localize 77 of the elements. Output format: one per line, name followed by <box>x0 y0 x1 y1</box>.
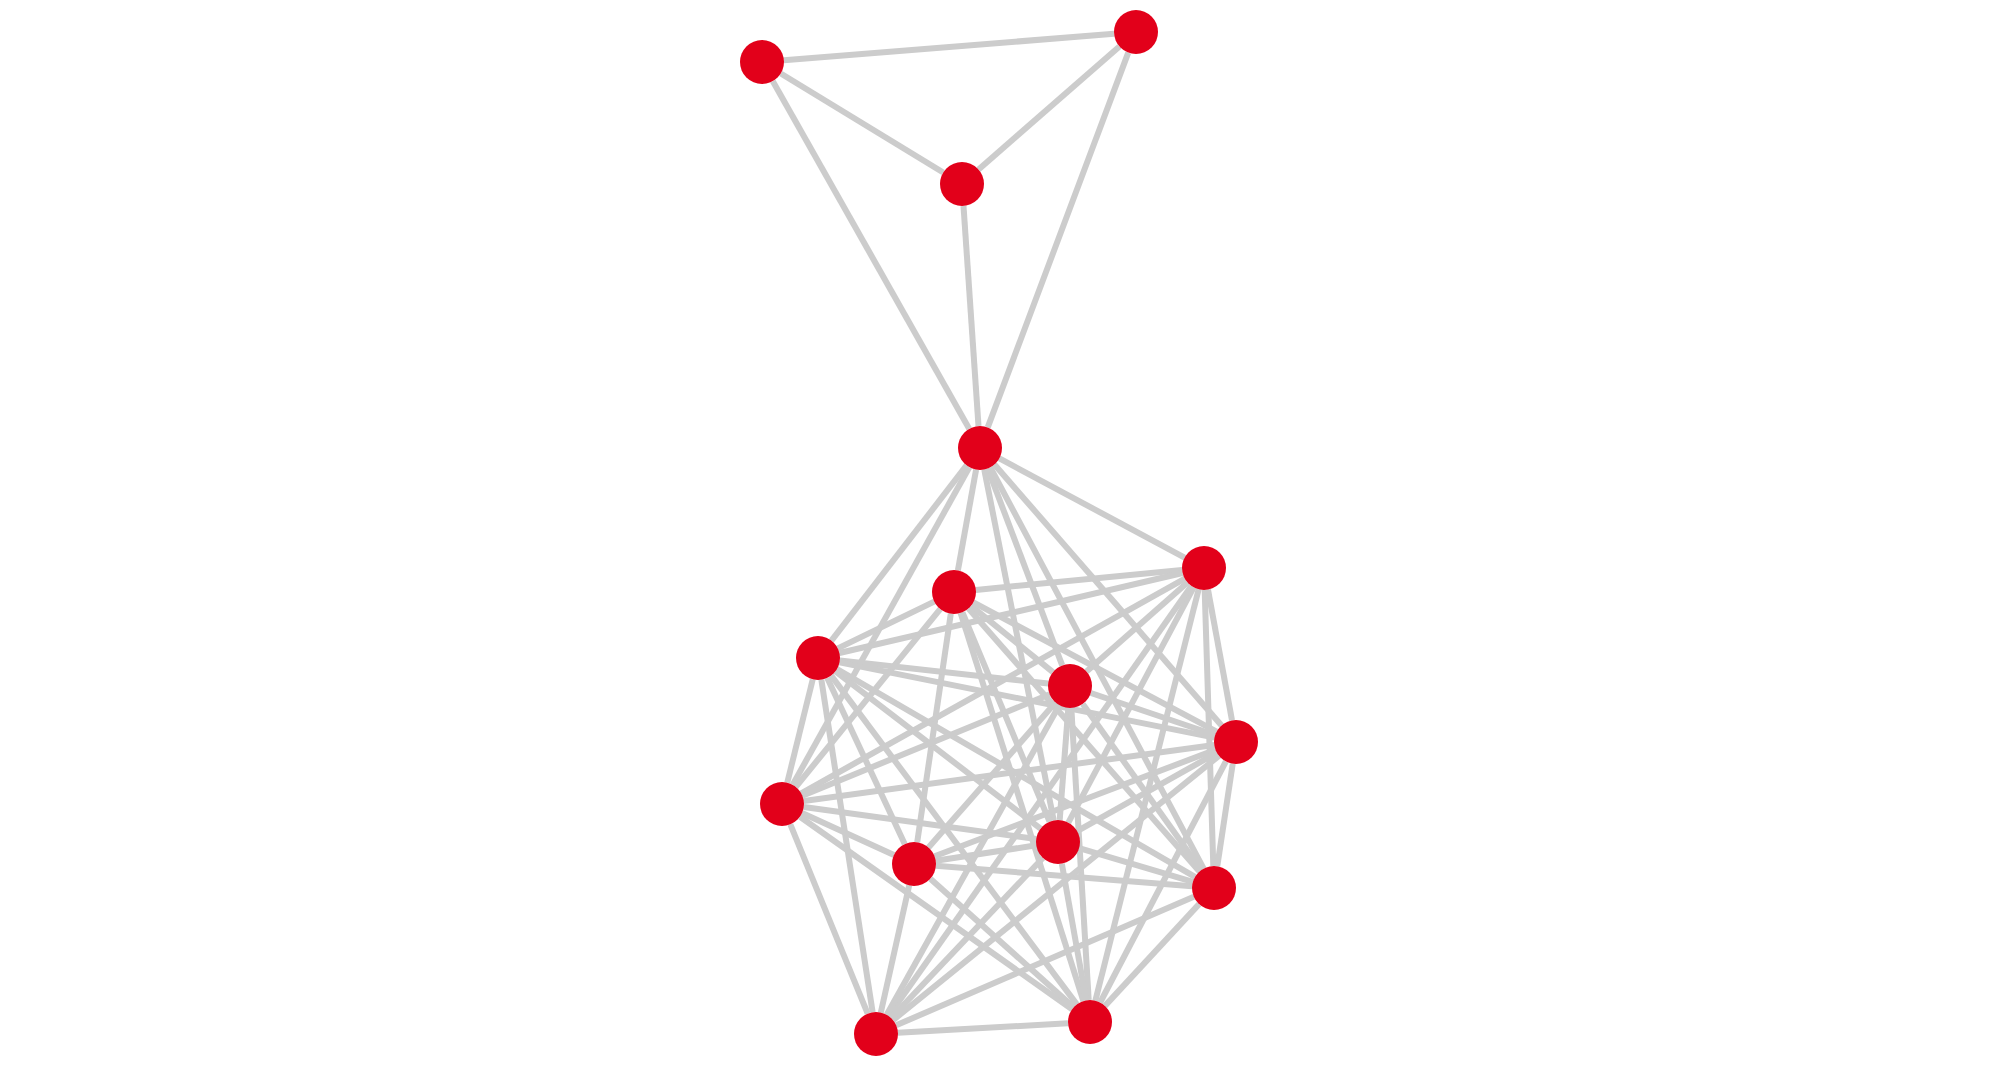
connector-line <box>877 884 913 1014</box>
connector-line <box>954 469 980 571</box>
connector-line <box>897 1020 1069 1036</box>
connector-line <box>787 823 871 1015</box>
connector-line <box>969 603 1055 675</box>
connector-line <box>818 679 876 1013</box>
network-node <box>1214 720 1258 764</box>
network-node <box>892 842 936 886</box>
network-node <box>1114 10 1158 54</box>
network-node <box>760 782 804 826</box>
connector-line <box>799 576 1187 796</box>
connector-line <box>779 70 945 176</box>
connector-line <box>975 567 1183 593</box>
network-node <box>940 162 984 206</box>
connector-line <box>1089 690 1217 738</box>
connector-line <box>992 462 1224 728</box>
network-node <box>1182 546 1226 590</box>
connector-line <box>1097 760 1229 1004</box>
connector-line <box>926 700 1058 850</box>
network-node <box>1192 866 1236 910</box>
connector-line <box>1205 589 1235 721</box>
connector-line <box>803 742 1215 804</box>
connector-line <box>828 673 1080 1007</box>
connector-line <box>803 804 1037 842</box>
connector-line <box>957 612 1087 1002</box>
connector-line <box>838 570 1184 656</box>
network-node <box>1068 1000 1112 1044</box>
connector-line <box>1058 863 1090 1001</box>
connector-line <box>838 659 1216 741</box>
connector-line <box>790 465 972 787</box>
connector-line <box>997 455 1187 561</box>
connector-line <box>960 205 982 427</box>
connector-line <box>1065 586 1197 824</box>
network-node <box>740 40 784 84</box>
connector-line <box>1201 589 1217 867</box>
connector-line <box>836 598 936 652</box>
connector-line <box>1092 588 1202 1002</box>
connector-line <box>801 691 1051 799</box>
connector-line <box>839 657 1049 687</box>
connector-line <box>1080 702 1204 872</box>
connector-line <box>959 611 1053 823</box>
connector-line <box>933 747 1217 859</box>
connector-line <box>770 79 972 431</box>
connector-line <box>1068 707 1092 1001</box>
connector-line <box>888 855 1046 1021</box>
connector-line <box>984 51 1132 429</box>
connector-line <box>928 876 1076 1010</box>
connector-line <box>1102 902 1202 1008</box>
connector-line <box>935 842 1037 864</box>
connector-line <box>972 599 1218 735</box>
connector-line <box>1056 707 1072 821</box>
connector-line <box>966 606 1202 874</box>
connector-line <box>984 467 1066 667</box>
connector-line <box>935 862 1193 890</box>
connector-line <box>829 463 969 643</box>
connector-line <box>914 613 954 843</box>
connector-line <box>976 44 1122 172</box>
connector-line <box>886 584 1194 1018</box>
connector-line <box>800 810 896 858</box>
connector-line <box>895 893 1195 1029</box>
network-node <box>932 570 976 614</box>
connector-line <box>824 676 908 846</box>
connector-line <box>833 669 1043 831</box>
connector-line <box>783 30 1115 64</box>
connector-line <box>793 607 943 789</box>
connector-line <box>1214 763 1236 867</box>
network-node <box>854 1012 898 1056</box>
connector-line <box>784 678 816 784</box>
connector-line <box>981 469 1057 821</box>
connector-line <box>798 814 1074 1012</box>
connector-line <box>1084 580 1190 674</box>
connector-line <box>987 466 1207 870</box>
network-node <box>958 426 1002 470</box>
connector-line <box>835 666 1197 880</box>
connector-line <box>1078 845 1194 885</box>
connector-line <box>891 753 1221 1023</box>
network-node <box>796 636 840 680</box>
